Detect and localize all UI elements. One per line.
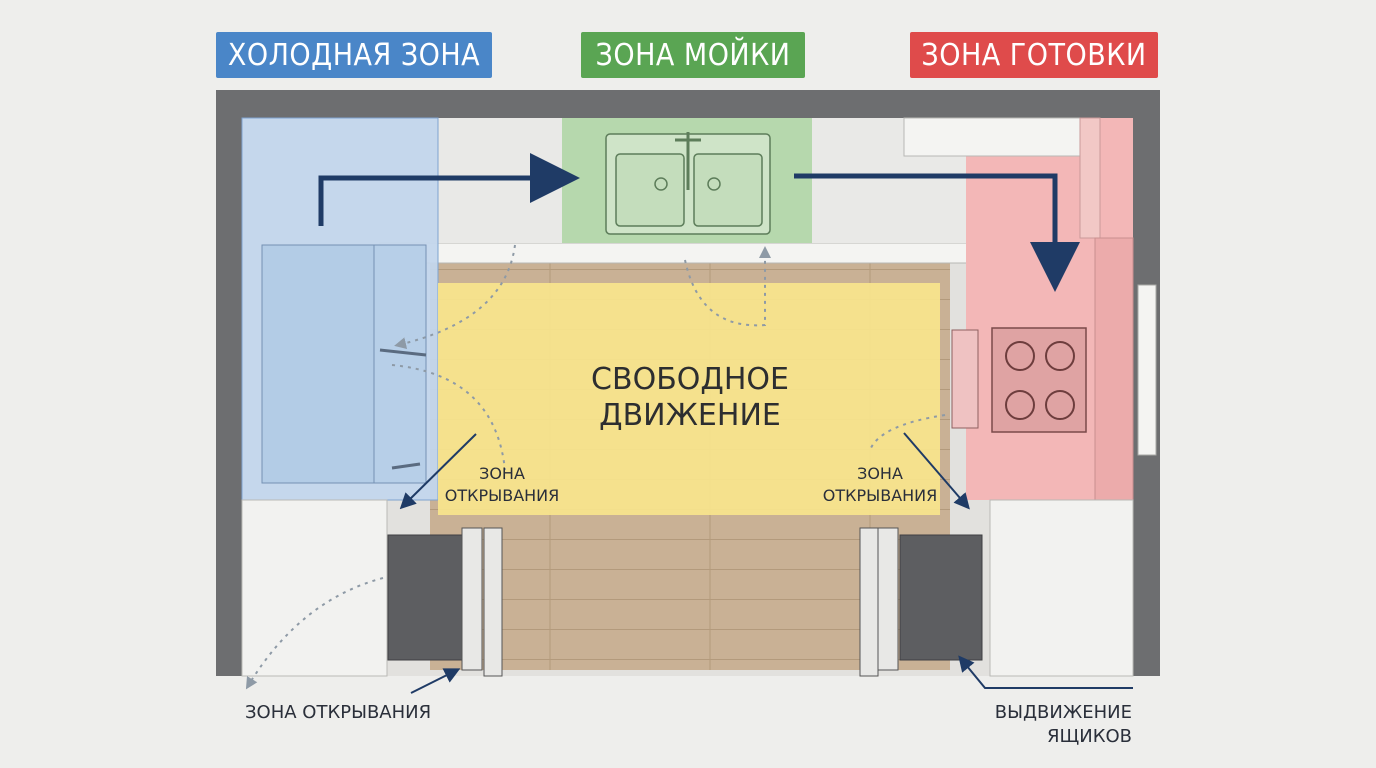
- cold-zone-badge: ХОЛОДНАЯ ЗОНА: [216, 32, 492, 78]
- opening-zone-right-line-1: ЗОНА: [857, 464, 903, 483]
- free-movement-label: СВОБОДНОЕ ДВИЖЕНИЕ: [555, 362, 825, 434]
- free-movement-zone: [438, 283, 940, 515]
- sink-zone-badge: ЗОНА МОЙКИ: [581, 32, 805, 78]
- cook-zone: [903, 117, 1157, 501]
- free-movement-line-1: СВОБОДНОЕ: [591, 362, 789, 397]
- pointer-arrows: [399, 432, 1133, 694]
- lower-cabinets: [241, 499, 1134, 677]
- opening-zone-bottom-label: ЗОНА ОТКРЫВАНИЯ: [245, 702, 432, 723]
- opening-zone-left-line-1: ЗОНА: [479, 464, 525, 483]
- flow-arrows: [318, 153, 1080, 292]
- opening-zone-right-label: ЗОНА ОТКРЫВАНИЯ: [810, 463, 950, 507]
- opening-zone-left-label: ЗОНА ОТКРЫВАНИЯ: [432, 463, 572, 507]
- drawer-extension-line-2: ЯЩИКОВ: [1047, 726, 1132, 747]
- free-movement-line-2: ДВИЖЕНИЕ: [599, 398, 781, 433]
- drawer-extension-line-1: ВЫДВИЖЕНИЕ: [994, 702, 1132, 723]
- opening-zone-left-line-2: ОТКРЫВАНИЯ: [444, 486, 560, 505]
- cook-zone-badge: ЗОНА ГОТОВКИ: [910, 32, 1158, 78]
- cold-zone: [241, 117, 439, 501]
- door-swing-arcs: [245, 244, 946, 690]
- sink-zone: [562, 118, 812, 243]
- drawer-extension-label: ВЫДВИЖЕНИЕ ЯЩИКОВ: [968, 701, 1132, 749]
- opening-zone-right-line-2: ОТКРЫВАНИЯ: [822, 486, 938, 505]
